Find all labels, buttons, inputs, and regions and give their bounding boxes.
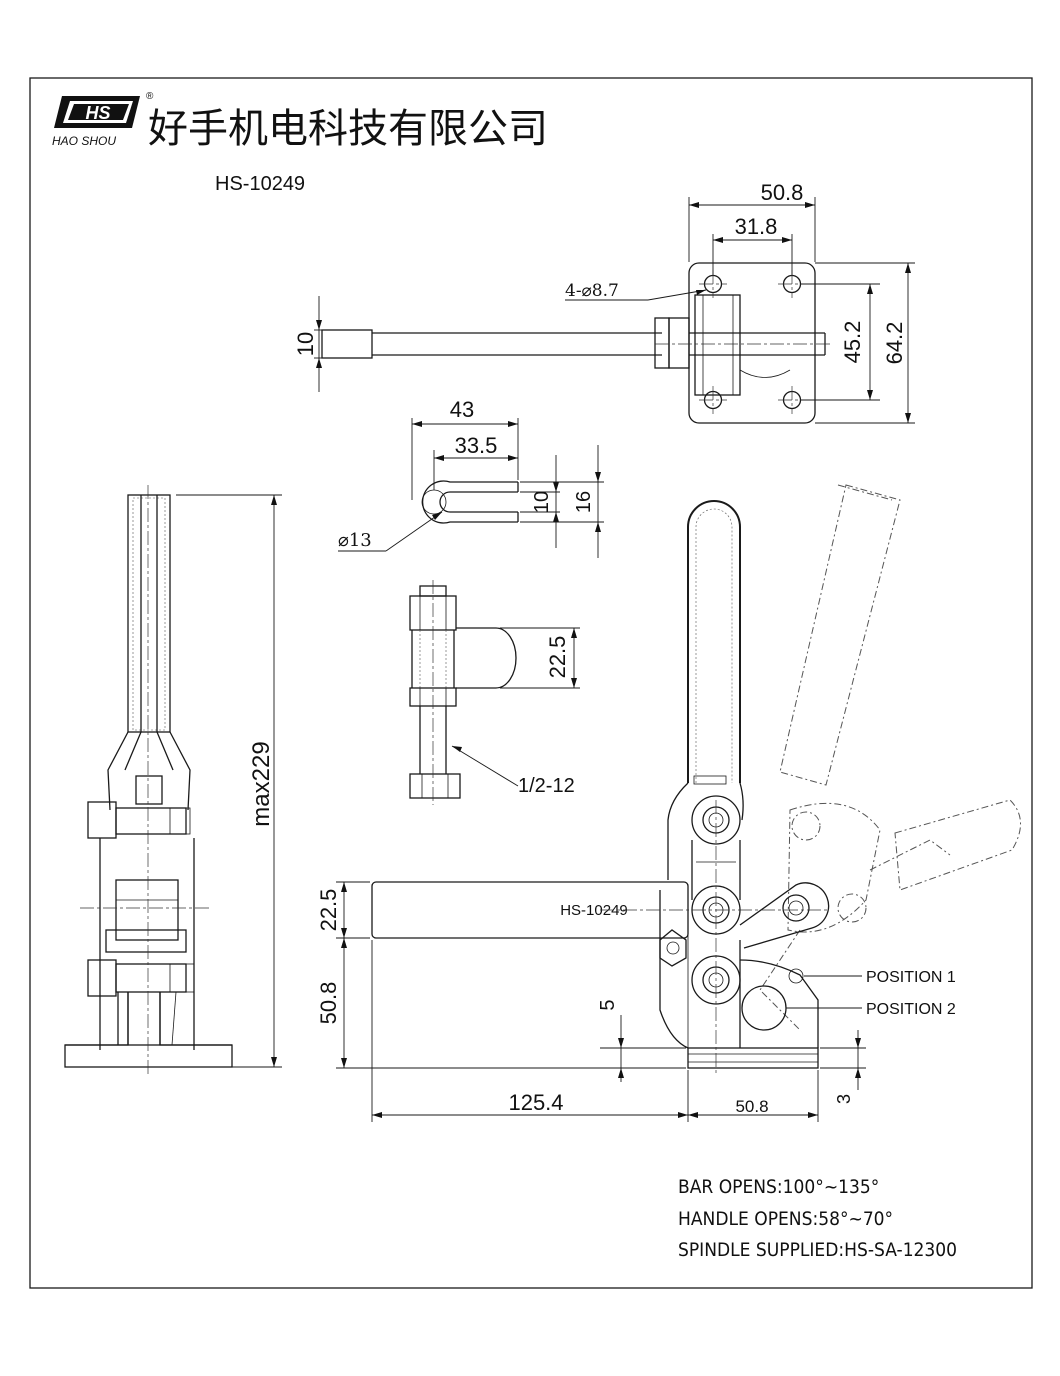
logo-letters: HS [85,103,110,123]
dim-hole-spacing-y: 45.2 [840,321,865,364]
side-view-dimensions: 22.5 50.8 5 125.4 50.8 3 [316,881,866,1122]
dim-thread: 1/2-12 [518,775,575,797]
dim-base-length: 64.2 [882,322,907,365]
spindle-slot-detail: 43 33.5 10 16 ⌀13 [338,397,604,558]
dim-bar-height: 22.5 [316,889,341,932]
hex-nut [659,929,687,967]
note-handle-opens: HANDLE OPENS:58°~70° [678,1208,893,1230]
dim-offset: 5 [597,999,619,1010]
spec-notes: BAR OPENS:100°~135° HANDLE OPENS:58°~70°… [678,1176,957,1261]
position-1-hole [788,968,804,984]
position-callouts: POSITION 1 POSITION 2 [786,969,956,1018]
handle [687,500,741,783]
dim-slot-length: 43 [450,397,474,422]
dim-slot-diameter: ⌀13 [338,530,372,551]
dim-slot-depth: 33.5 [455,433,498,458]
dim-bar-length: 125.4 [508,1090,563,1115]
open-position-ghost [759,484,1021,1031]
bar-mark: HS-10249 [560,902,628,919]
dim-holes: 4-⌀8.7 [565,281,619,301]
model-number: HS-10249 [215,173,305,195]
dim-max-height: max229 [248,741,275,826]
dim-base-width: 50.8 [761,180,804,205]
dim-hole-spacing-x: 31.8 [735,214,778,239]
position-2-label: POSITION 2 [866,1001,956,1018]
front-view [64,485,233,1075]
position-2-hole [741,985,787,1031]
dim-bar-thickness: 10 [293,332,318,356]
dim-slot-outer-width: 16 [573,491,595,513]
note-bar-opens: BAR OPENS:100°~135° [678,1176,879,1198]
dim-pivot-height: 50.8 [316,982,341,1025]
dim-spindle-retainer: 22.5 [545,636,570,679]
side-view: HS-10249 [371,484,1021,1075]
front-view-dimensions: max229 [176,494,282,1068]
sheet-border [29,77,1033,1289]
dim-slot-width: 10 [531,491,553,513]
base-plate [687,1047,819,1069]
logo-subtitle: HAO SHOU [52,134,116,148]
spindle-bolt: 22.5 1/2-12 [409,580,580,805]
top-view [321,262,830,424]
registered-mark: ® [146,91,154,102]
note-spindle-supplied: SPINDLE SUPPLIED:HS-SA-12300 [678,1239,957,1261]
dim-base-width-side: 50.8 [735,1097,768,1116]
dim-base-thickness: 3 [834,1094,854,1104]
company-name: 好手机电科技有限公司 [148,106,548,152]
position-1-label: POSITION 1 [866,969,956,986]
company-logo: HS ® HAO SHOU [52,91,154,148]
top-view-dimensions: 50.8 31.8 4-⌀8.7 45.2 64.2 10 [293,180,915,424]
